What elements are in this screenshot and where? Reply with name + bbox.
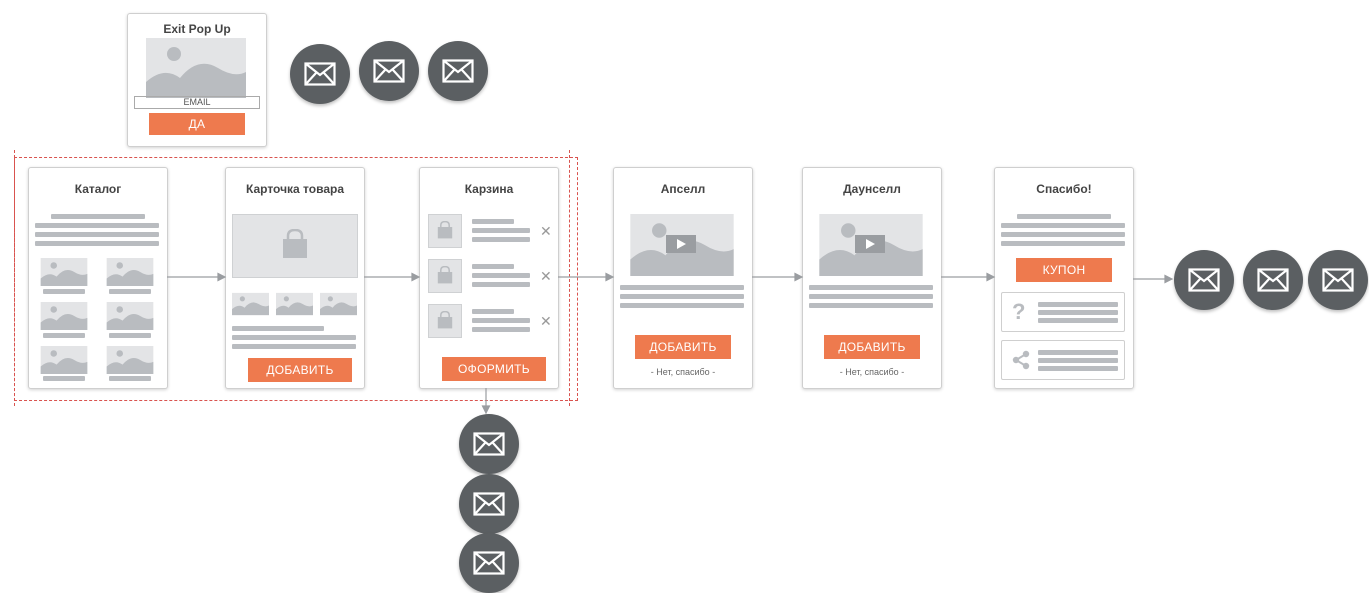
exit-popup-card: Exit Pop Up EMAIL ДА: [127, 13, 267, 147]
close-icon[interactable]: ✕: [540, 313, 552, 329]
text-line: [1001, 241, 1125, 246]
text-line: [472, 264, 514, 269]
text-line: [35, 232, 159, 237]
text-line: [43, 376, 85, 381]
text-line: [43, 289, 85, 294]
envelope-icon: [473, 492, 505, 516]
envelope-icon: [473, 432, 505, 456]
text-line: [620, 294, 744, 299]
text-line: [232, 326, 324, 331]
text-line: [1038, 302, 1118, 307]
checkout-button[interactable]: ОФОРМИТЬ: [442, 357, 546, 381]
downsell-decline-link[interactable]: - Нет, спасибо -: [839, 367, 905, 377]
text-line: [472, 273, 530, 278]
text-line: [1038, 366, 1118, 371]
text-line: [109, 333, 151, 338]
text-line: [35, 241, 159, 246]
downsell-card: Даунселл ДОБАВИТЬ - Нет, спасибо -: [802, 167, 942, 389]
mail-circle: [1174, 250, 1234, 310]
mail-circle: [1243, 250, 1303, 310]
thanks-card: Спасибо! КУПОН ?: [994, 167, 1134, 389]
product-add-button[interactable]: ДОБАВИТЬ: [248, 358, 352, 382]
mail-circle: [428, 41, 488, 101]
envelope-icon: [1188, 268, 1220, 292]
share-box[interactable]: [1001, 340, 1125, 380]
funnel-outline-tick-left: [14, 150, 15, 406]
play-icon: [855, 235, 885, 253]
popup-yes-button[interactable]: ДА: [149, 113, 245, 135]
downsell-add-button[interactable]: ДОБАВИТЬ: [824, 335, 920, 359]
text-line: [472, 327, 530, 332]
text-line: [35, 223, 159, 228]
text-line: [1038, 358, 1118, 363]
email-field[interactable]: EMAIL: [134, 96, 260, 109]
text-line: [51, 214, 145, 219]
share-icon: [1012, 350, 1030, 370]
product-image: [232, 214, 358, 278]
mail-circle: [459, 533, 519, 593]
envelope-icon: [1257, 268, 1289, 292]
text-line: [1038, 318, 1118, 323]
text-line: [472, 318, 530, 323]
envelope-icon: [1322, 268, 1354, 292]
downsell-title: Даунселл: [843, 182, 901, 196]
cart-item-image: [428, 304, 462, 338]
text-line: [472, 282, 530, 287]
mail-circle: [359, 41, 419, 101]
text-line: [472, 228, 530, 233]
text-line: [109, 376, 151, 381]
catalog-title: Каталог: [74, 182, 122, 196]
cart-item-image: [428, 214, 462, 248]
upsell-title: Апселл: [660, 182, 706, 196]
text-line: [472, 237, 530, 242]
cart-card: Карзина ✕ ✕ ✕ ОФОРМИТЬ: [419, 167, 559, 389]
text-line: [472, 219, 514, 224]
coupon-button[interactable]: КУПОН: [1016, 258, 1112, 282]
play-icon: [666, 235, 696, 253]
question-icon: ?: [1012, 299, 1026, 324]
text-line: [809, 303, 933, 308]
text-line: [809, 285, 933, 290]
envelope-icon: [473, 551, 505, 575]
mail-circle: [1308, 250, 1368, 310]
text-line: [1017, 214, 1111, 219]
catalog-card: Каталог: [28, 167, 168, 389]
product-card: Карточка товара ДОБАВИТЬ: [225, 167, 365, 389]
text-line: [809, 294, 933, 299]
text-line: [620, 303, 744, 308]
text-line: [1038, 310, 1118, 315]
funnel-outline-tick-right: [569, 150, 570, 406]
faq-box[interactable]: ?: [1001, 292, 1125, 332]
upsell-add-button[interactable]: ДОБАВИТЬ: [635, 335, 731, 359]
thanks-title: Спасибо!: [1036, 182, 1092, 196]
cart-title: Карзина: [464, 182, 514, 196]
cart-item-image: [428, 259, 462, 293]
upsell-decline-link[interactable]: - Нет, спасибо -: [650, 367, 716, 377]
mail-circle: [459, 474, 519, 534]
text-line: [109, 289, 151, 294]
text-line: [232, 344, 356, 349]
exit-popup-title: Exit Pop Up: [163, 22, 231, 36]
text-line: [1038, 350, 1118, 355]
text-line: [620, 285, 744, 290]
text-line: [1001, 223, 1125, 228]
text-line: [472, 309, 514, 314]
product-title: Карточка товара: [246, 182, 344, 196]
mail-circle: [459, 414, 519, 474]
close-icon[interactable]: ✕: [540, 223, 552, 239]
text-line: [232, 335, 356, 340]
mail-circle: [290, 44, 350, 104]
text-line: [43, 333, 85, 338]
upsell-card: Апселл ДОБАВИТЬ - Нет, спасибо -: [613, 167, 753, 389]
text-line: [1001, 232, 1125, 237]
close-icon[interactable]: ✕: [540, 268, 552, 284]
